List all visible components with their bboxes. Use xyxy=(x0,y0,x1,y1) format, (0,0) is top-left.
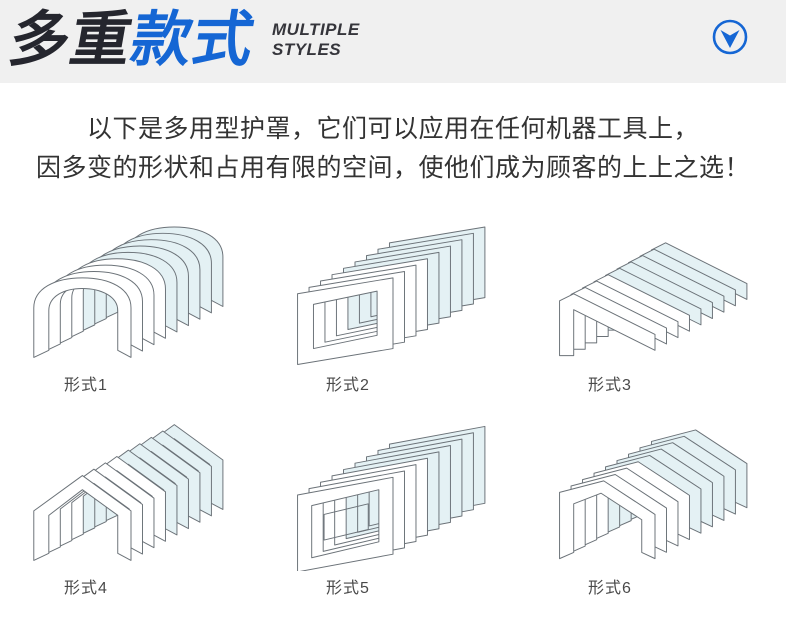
bellows-frame-drawing xyxy=(280,216,506,368)
bellows-gable-drawing xyxy=(18,419,244,571)
style-label-5: 形式5 xyxy=(326,580,370,597)
title-primary: 多重 xyxy=(4,6,138,73)
bellows-figure-6: 形式6 xyxy=(524,419,786,598)
intro-line-2: 因多变的形状和占用有限的空间，使他们成为顾客的上上之选！ xyxy=(35,154,750,182)
style-label-6: 形式6 xyxy=(588,580,632,597)
scroll-down-button[interactable] xyxy=(710,17,750,57)
bellows-figure-1: 形式1 xyxy=(0,216,262,395)
style-label-3: 形式3 xyxy=(588,377,632,394)
bellows-trapezoid-drawing xyxy=(542,419,768,571)
title-chinese: 多重款式 xyxy=(4,4,261,76)
bellows-arch-drawing xyxy=(18,216,244,368)
bellows-figure-3: 形式3 xyxy=(524,216,786,395)
subtitle-line-2: STYLES xyxy=(272,40,342,59)
subtitle-line-1: MULTIPLE xyxy=(272,20,360,39)
bellows-slant-drawing xyxy=(542,216,768,368)
intro-paragraph: 以下是多用型护罩，它们可以应用在任何机器工具上， 因多变的形状和占用有限的空间，… xyxy=(0,83,786,188)
title-english: MULTIPLE STYLES xyxy=(272,20,360,60)
bellows-figure-4: 形式4 xyxy=(0,419,262,598)
intro-line-1: 以下是多用型护罩，它们可以应用在任何机器工具上， xyxy=(86,115,699,143)
bellows-figure-5: 形式5 xyxy=(262,419,524,598)
styles-grid: 形式1 形式2 形式3 形式4 形式5 形式6 xyxy=(0,216,786,598)
chevron-down-circle-icon xyxy=(710,17,750,57)
section-header: 多重款式 MULTIPLE STYLES xyxy=(0,0,786,83)
style-label-4: 形式4 xyxy=(64,580,108,597)
style-label-2: 形式2 xyxy=(326,377,370,394)
page-title: 多重款式 MULTIPLE STYLES xyxy=(4,4,360,76)
style-label-1: 形式1 xyxy=(64,377,108,394)
bellows-figure-2: 形式2 xyxy=(262,216,524,395)
bellows-wide-frame-drawing xyxy=(280,419,506,571)
title-accent: 款式 xyxy=(126,6,260,73)
